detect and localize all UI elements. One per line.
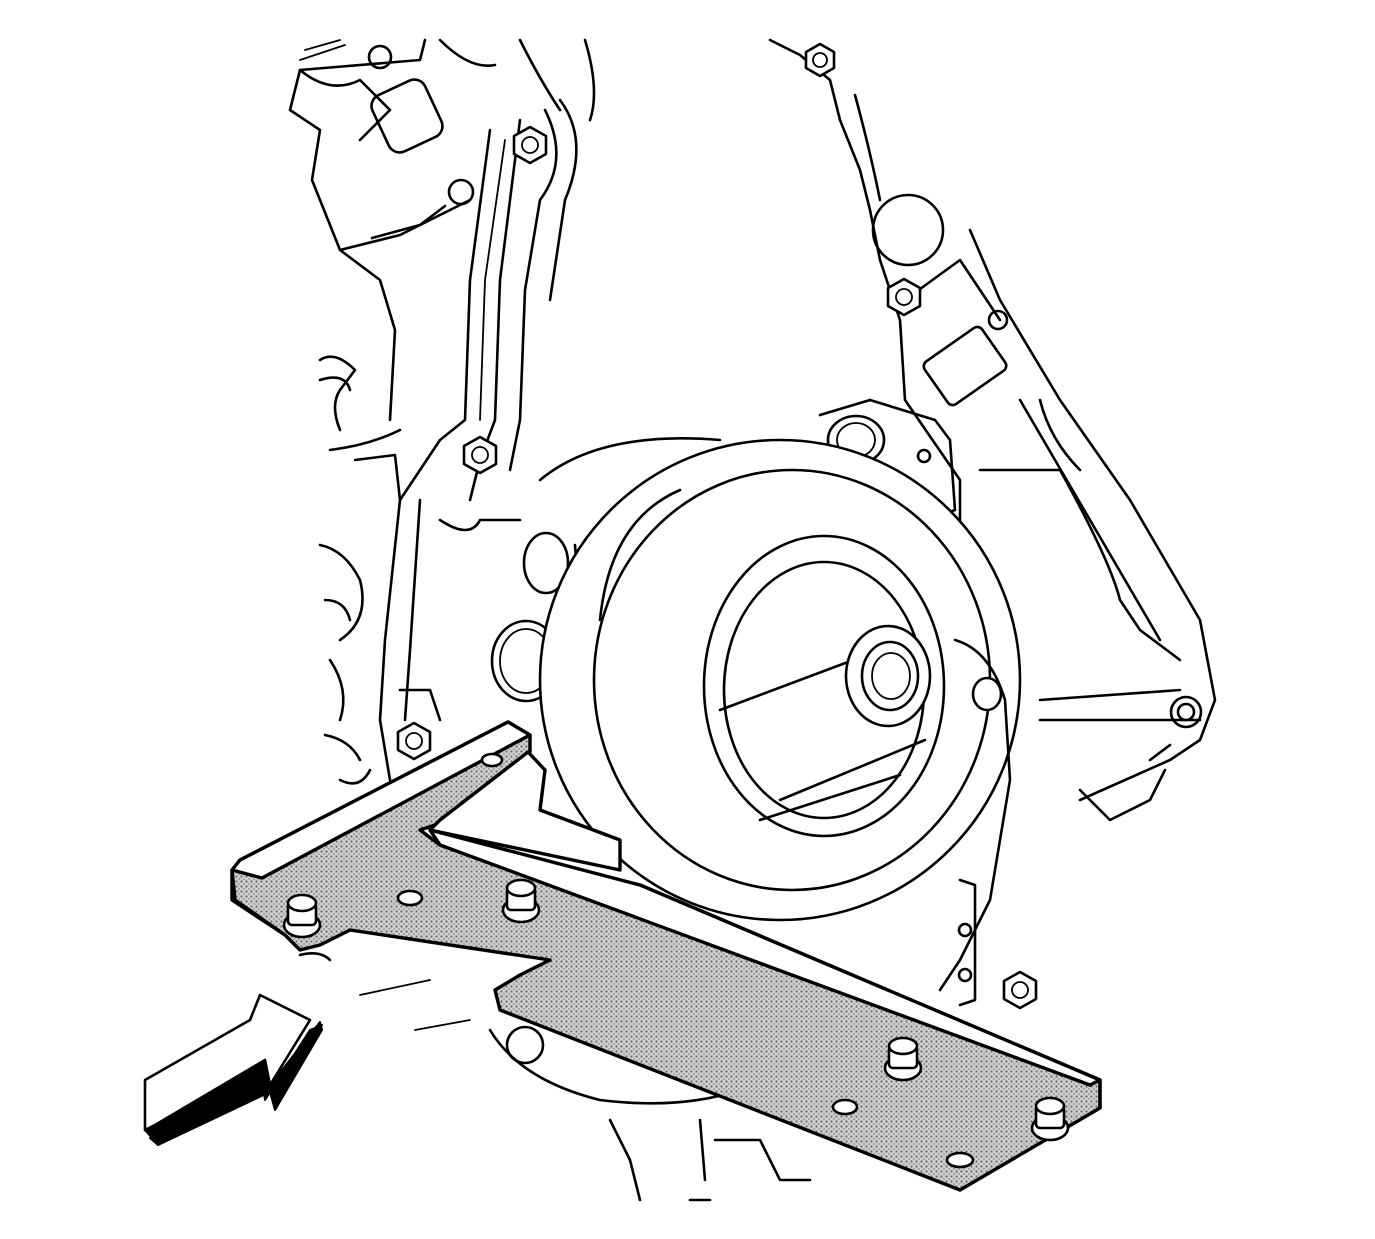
direction-arrow	[143, 993, 323, 1146]
engine-block	[288, 38, 1217, 1202]
alignment-tool	[230, 720, 1102, 1192]
tool-bolts	[282, 752, 1070, 1169]
crankshaft-snout	[718, 624, 932, 822]
oil-pump	[938, 638, 1012, 1007]
front-cover	[378, 42, 1038, 1010]
cover-bolts	[396, 42, 1038, 1010]
